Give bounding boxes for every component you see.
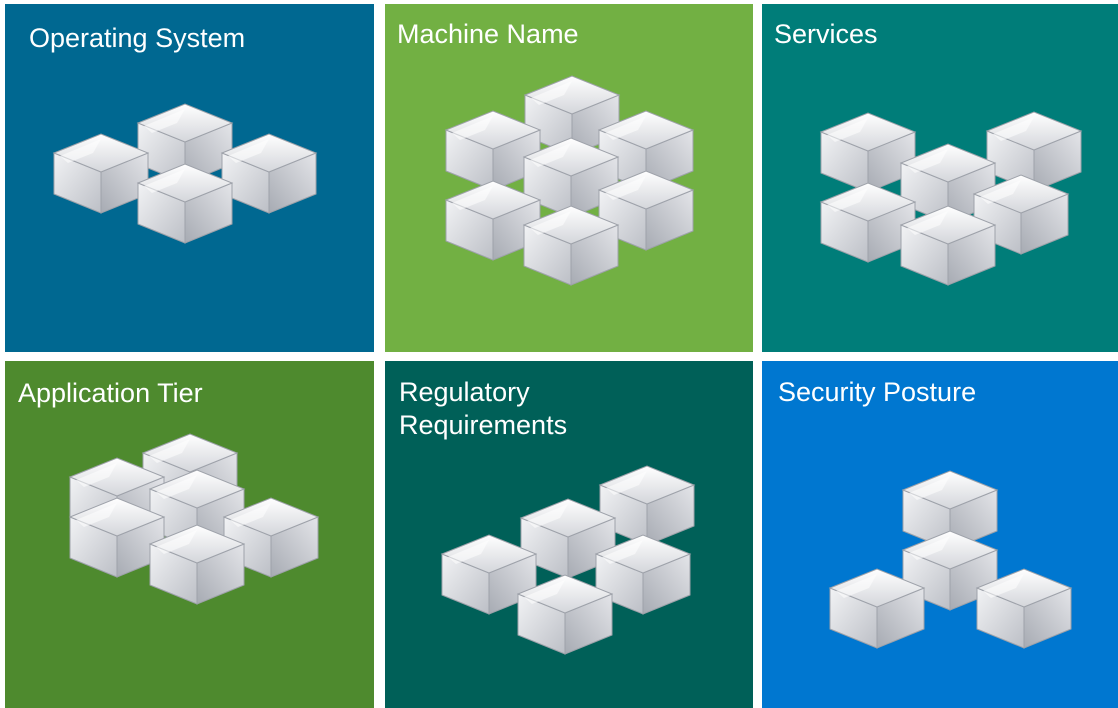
tile-application-tier[interactable]: Application Tier	[5, 361, 374, 708]
cube-shape	[52, 133, 150, 214]
cube-shape	[68, 497, 166, 578]
tile-title: Application Tier	[18, 378, 203, 408]
tile-title: Services	[774, 19, 878, 49]
cube-shape	[975, 568, 1073, 649]
cube-shape	[519, 498, 617, 579]
cube-shape	[522, 205, 620, 286]
cube-shape	[985, 111, 1083, 192]
cube-shape	[523, 75, 621, 156]
cube-shape	[901, 530, 999, 611]
cube-shape	[899, 205, 997, 286]
cube-shape	[444, 110, 542, 191]
cube-shape	[972, 174, 1070, 255]
tile-security-posture[interactable]: Security Posture	[762, 361, 1118, 708]
cube-shape	[522, 137, 620, 218]
tile-machine-name[interactable]: Machine Name	[385, 4, 753, 352]
cube-shape	[828, 568, 926, 649]
tile-services[interactable]: Services	[762, 4, 1118, 352]
cube-shape	[819, 112, 917, 193]
cube-shape	[516, 574, 614, 655]
cube-shape	[597, 110, 695, 191]
cube-shape	[899, 143, 997, 224]
tile-title: Machine Name	[397, 19, 579, 49]
tile-title: Operating System	[29, 23, 246, 53]
cube-shape	[220, 133, 318, 214]
cube-shape	[136, 103, 234, 184]
cube-cluster-icon	[828, 470, 1073, 649]
cube-shape	[819, 182, 917, 263]
cube-shape	[136, 163, 234, 244]
cube-cluster-icon	[68, 433, 320, 605]
cube-shape	[901, 470, 999, 551]
cube-shape	[222, 497, 320, 578]
cube-cluster-icon	[444, 75, 695, 286]
cube-shape	[148, 524, 246, 605]
tile-title: Security Posture	[778, 377, 977, 407]
tile-operating-system[interactable]: Operating System	[5, 4, 374, 352]
cube-cluster-icon	[52, 103, 318, 244]
tile-regulatory-requirements[interactable]: Regulatory Requirements	[385, 361, 753, 708]
cube-shape	[148, 469, 246, 550]
cube-cluster-icon	[819, 111, 1083, 286]
cube-shape	[141, 433, 239, 514]
cube-shape	[68, 457, 166, 538]
cube-shape	[444, 180, 542, 261]
cube-shape	[594, 534, 692, 615]
tile-title: Regulatory Requirements	[399, 377, 568, 440]
cube-shape	[598, 465, 696, 546]
cube-shape	[440, 534, 538, 615]
cube-shape	[597, 170, 695, 251]
